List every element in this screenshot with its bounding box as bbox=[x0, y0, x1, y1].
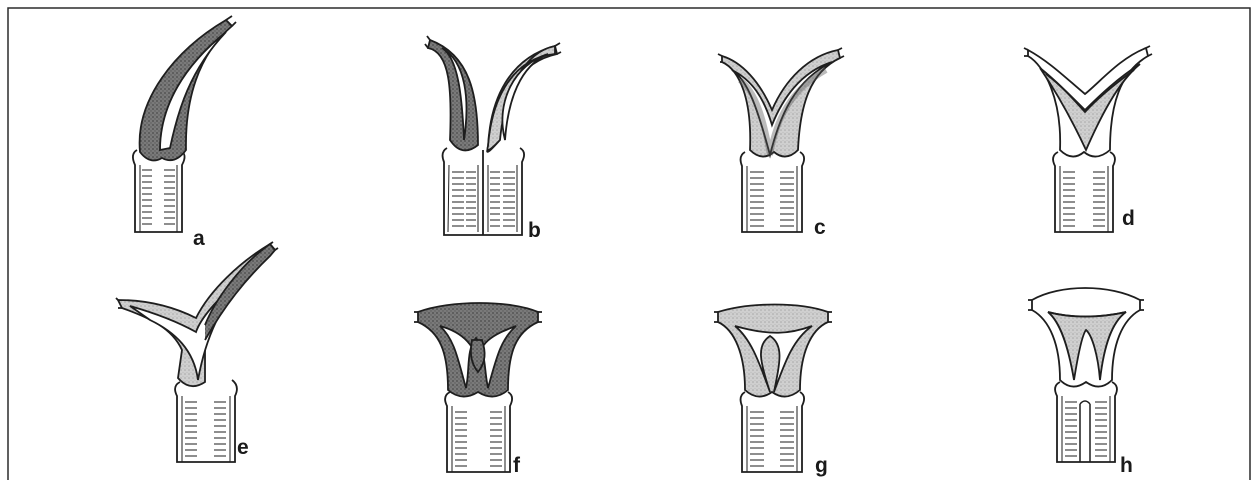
panel-c-bicornuate bbox=[718, 48, 844, 232]
panel-a-unicornuate bbox=[133, 16, 236, 232]
panel-d-arcuate bbox=[1024, 46, 1152, 232]
panel-label-c: c bbox=[814, 217, 826, 238]
panel-f-septate bbox=[414, 303, 542, 472]
panel-label-a: a bbox=[193, 228, 205, 249]
panel-h-des-related bbox=[1028, 288, 1144, 462]
panel-label-e: e bbox=[237, 437, 249, 458]
panel-g-subseptate bbox=[714, 305, 832, 473]
panel-label-g: g bbox=[815, 455, 828, 476]
panel-label-f: f bbox=[513, 455, 520, 476]
panel-label-b: b bbox=[528, 220, 541, 241]
panel-label-d: d bbox=[1122, 208, 1135, 229]
panel-b-didelphys bbox=[425, 36, 561, 235]
panel-e-unicornuate-rudimentary-horn bbox=[116, 242, 278, 462]
panel-label-h: h bbox=[1120, 455, 1133, 476]
